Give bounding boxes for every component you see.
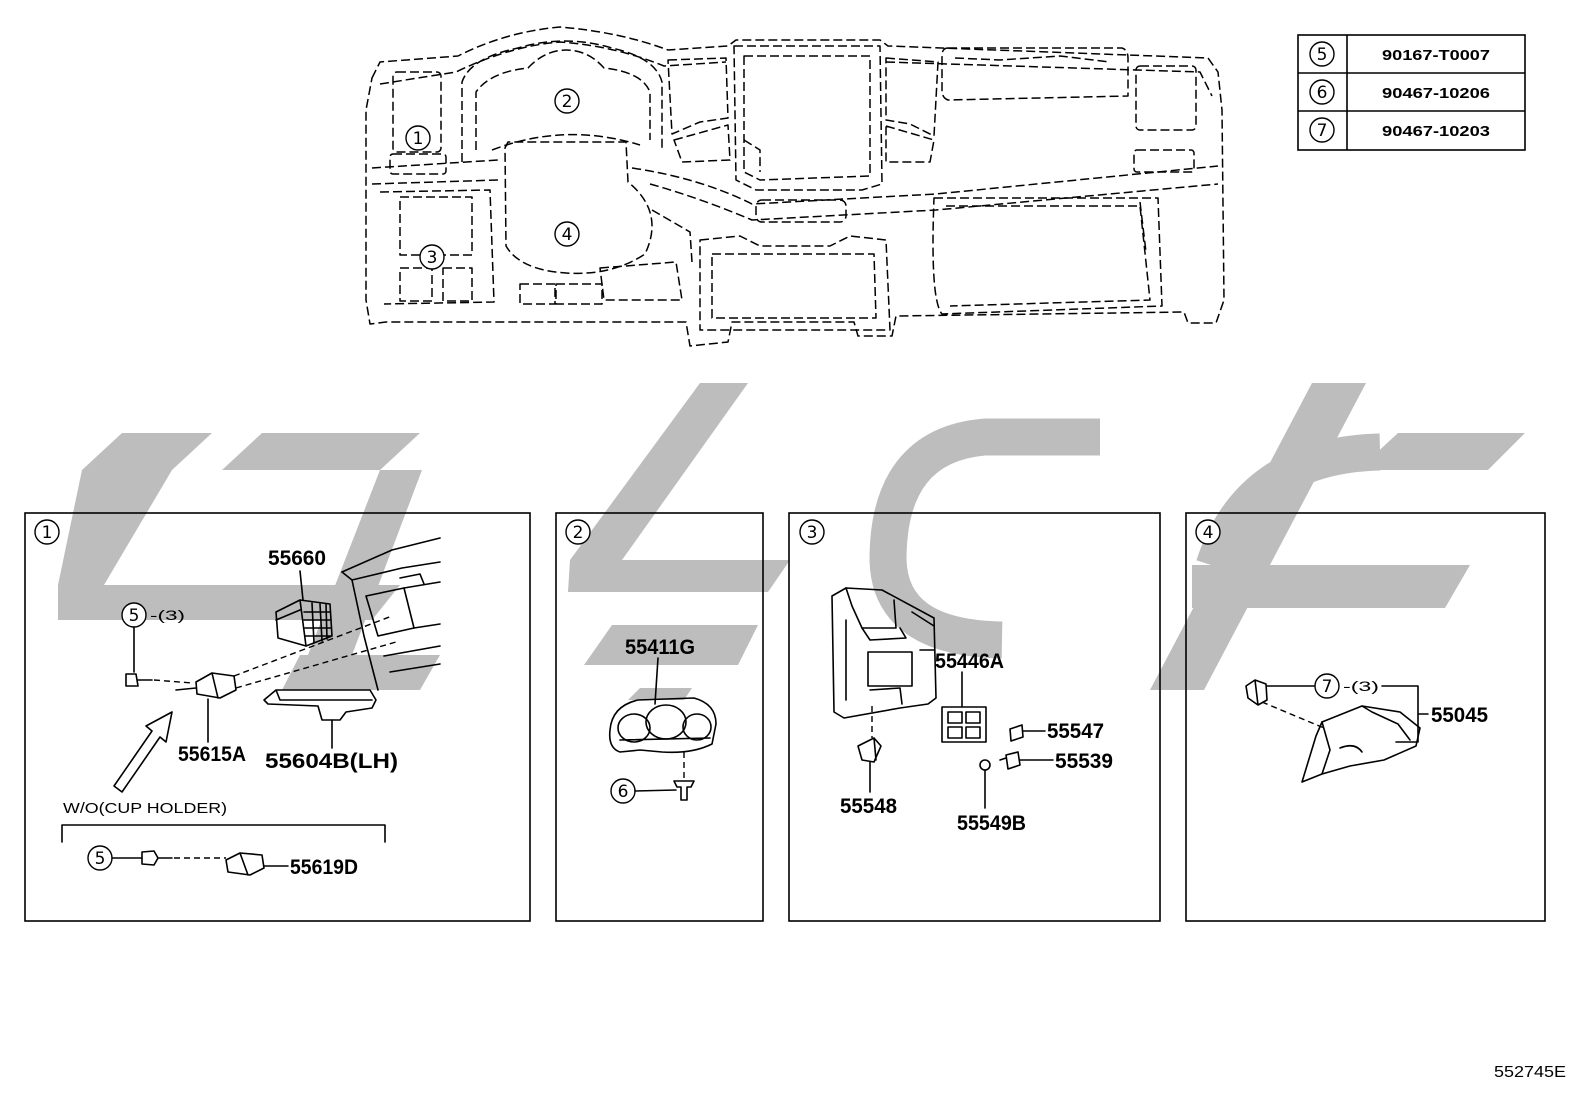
air-vent-drawing <box>275 599 333 647</box>
panel-border <box>555 512 764 922</box>
overview-callout-4: 4 <box>554 221 580 247</box>
callout-number: 5 <box>129 606 140 626</box>
bracket-part-drawing <box>857 737 882 763</box>
table-part-number[interactable]: 90467-10203 <box>1382 123 1490 140</box>
view-arrow-icon <box>113 711 173 793</box>
panel-border <box>788 512 1161 922</box>
group-bracket <box>1381 685 1429 743</box>
part-label[interactable]: 55548 <box>840 795 897 818</box>
part-label[interactable]: 55619D <box>290 856 358 879</box>
part-label[interactable]: 55446A <box>935 650 1004 673</box>
part-label[interactable]: 55615A <box>178 743 246 766</box>
part-label[interactable]: 55411G <box>625 636 695 659</box>
assembly-line <box>1261 701 1325 729</box>
clip-drawing <box>673 780 695 801</box>
glovebox-panel-drawing <box>1301 705 1421 783</box>
table-row: 7 90467-10203 <box>1309 117 1490 143</box>
table-part-number[interactable]: 90467-10206 <box>1382 85 1490 102</box>
detail-panel-3: 3 55548 55446A 55547 55539 <box>788 512 1161 922</box>
table-ref: 7 <box>1317 121 1328 141</box>
quantity-label: -(3) <box>150 607 185 623</box>
small-switch-drawing <box>1009 724 1024 742</box>
callout-number: 4 <box>562 225 573 245</box>
table-row: 6 90467-10206 <box>1309 79 1490 105</box>
part-label[interactable]: 55604B(LH) <box>265 750 398 773</box>
dashboard-corner-drawing <box>341 537 441 691</box>
detail-panel-4: 4 7 -(3) 55045 <box>1185 512 1546 922</box>
panel-callout: 4 <box>1195 519 1221 545</box>
leader-line <box>654 657 659 705</box>
quantity-label: -(3) <box>1343 678 1379 694</box>
overview-callout-3: 3 <box>419 244 445 270</box>
switch-drawing <box>941 706 987 743</box>
cover-drawing <box>263 689 377 721</box>
callout-number: 7 <box>1322 677 1333 697</box>
overview-callout-1: 1 <box>405 125 431 151</box>
leader-line <box>634 789 677 792</box>
callout-number: 3 <box>427 248 438 268</box>
small-switch-drawing <box>999 751 1021 770</box>
figure-id: 552745E <box>1494 1064 1566 1081</box>
part-label[interactable]: 55547 <box>1047 720 1104 743</box>
callout-number: 3 <box>807 523 818 543</box>
panel-callout: 1 <box>34 519 60 545</box>
cluster-panel-drawing <box>608 697 717 754</box>
clip-drawing <box>1245 679 1268 706</box>
clip-drawing <box>175 672 237 699</box>
variant-bracket <box>61 824 386 843</box>
part-label[interactable]: 55660 <box>268 547 326 570</box>
panel-border <box>1185 512 1546 922</box>
screw-callout: 5 <box>121 602 147 628</box>
callout-number: 1 <box>413 129 424 149</box>
clip-callout: 6 <box>610 778 636 804</box>
variant-note: W/O(CUP HOLDER) <box>63 800 227 817</box>
bracket-part-drawing <box>225 852 265 876</box>
lower-panel-drawing <box>831 587 937 719</box>
leader-line <box>299 570 304 601</box>
callout-number: 6 <box>618 782 629 802</box>
watermark-logo <box>58 383 1525 700</box>
screw-drawing <box>125 673 153 687</box>
table-ref: 5 <box>1317 45 1328 65</box>
detail-panel-1: 1 55660 5 -(3) 55615A <box>24 512 531 922</box>
dashboard-overview-drawing: 1 2 3 4 <box>365 26 1225 347</box>
panel-callout: 3 <box>799 519 825 545</box>
panel-callout: 2 <box>565 519 591 545</box>
part-label[interactable]: 55045 <box>1431 704 1488 727</box>
knob-drawing <box>979 759 991 771</box>
part-label[interactable]: 55549B <box>957 812 1026 835</box>
part-label[interactable]: 55539 <box>1055 750 1113 773</box>
callout-number: 5 <box>95 849 106 869</box>
detail-panel-2: 2 55411G 6 <box>555 512 764 922</box>
assembly-line <box>153 615 397 689</box>
clip-callout: 7 <box>1314 673 1340 699</box>
table-part-number[interactable]: 90167-T0007 <box>1382 47 1490 64</box>
callout-number: 1 <box>42 523 53 543</box>
callout-number: 2 <box>573 523 584 543</box>
callout-number: 2 <box>562 92 573 112</box>
callout-number: 4 <box>1203 523 1214 543</box>
table-row: 5 90167-T0007 <box>1309 41 1490 67</box>
screw-drawing <box>141 850 173 866</box>
panel-border <box>24 512 531 922</box>
overview-callout-2: 2 <box>554 88 580 114</box>
table-border <box>1297 34 1526 151</box>
variant-screw-callout: 5 <box>87 845 113 871</box>
fastener-table: 5 90167-T0007 6 90467-10206 7 90467-1020… <box>1297 34 1526 151</box>
table-ref: 6 <box>1317 83 1328 103</box>
